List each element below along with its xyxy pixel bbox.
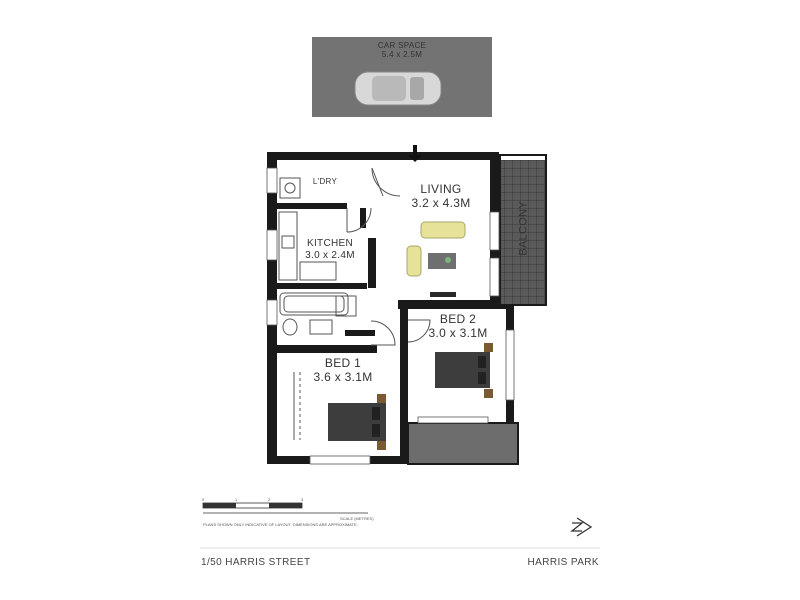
kitchen-bench: [278, 211, 337, 281]
living-label: LIVING 3.2 x 4.3M: [398, 182, 484, 211]
laundry-label: L'DRY: [312, 177, 338, 186]
balcony-label: BALCONY: [517, 200, 530, 256]
car-space-title: CAR SPACE: [377, 41, 427, 50]
scale-disclaimer: PLANS SHOWN ONLY INDICATIVE OF LAYOUT. D…: [203, 522, 358, 527]
laundry-tub: [279, 177, 301, 199]
scale-tick-2: 2: [268, 497, 271, 502]
car-space-size: 5.4 x 2.5M: [381, 50, 423, 60]
scale-unit-label: SCALE (METRES): [340, 516, 374, 521]
north-arrow-icon: [570, 517, 593, 537]
door-swing-icon: [346, 167, 431, 346]
balcony-floor: [500, 160, 546, 304]
bed2-label: BED 2 3.0 x 3.1M: [415, 312, 501, 341]
suburb: HARRIS PARK: [527, 557, 599, 568]
living-furniture: [406, 221, 466, 297]
bathroom-fixtures: [279, 292, 357, 336]
living-name: LIVING: [420, 182, 462, 196]
address: 1/50 HARRIS STREET: [201, 557, 311, 568]
bed1-name: BED 1: [324, 356, 362, 370]
bed2-furniture: [435, 343, 493, 398]
car-icon: [354, 71, 442, 106]
scale-bar: [202, 502, 368, 514]
scale-tick-0: 0: [202, 497, 205, 502]
car-space-label: CAR SPACE 5.4 x 2.5M: [362, 41, 442, 59]
living-size: 3.2 x 4.3M: [411, 195, 471, 210]
bed2-name: BED 2: [439, 312, 477, 326]
kitchen-name: KITCHEN: [307, 238, 353, 249]
kitchen-label: KITCHEN 3.0 x 2.4M: [295, 238, 365, 261]
bed1-size: 3.6 x 3.1M: [313, 369, 373, 384]
scale-tick-3: 3: [301, 497, 304, 502]
bed2-size: 3.0 x 3.1M: [428, 325, 488, 340]
kitchen-size: 3.0 x 2.4M: [305, 249, 355, 261]
entry-arrow-icon: [408, 145, 422, 162]
bed1-furniture: [293, 372, 386, 450]
bed1-label: BED 1 3.6 x 3.1M: [300, 356, 386, 385]
scale-tick-1: 1: [235, 497, 238, 502]
